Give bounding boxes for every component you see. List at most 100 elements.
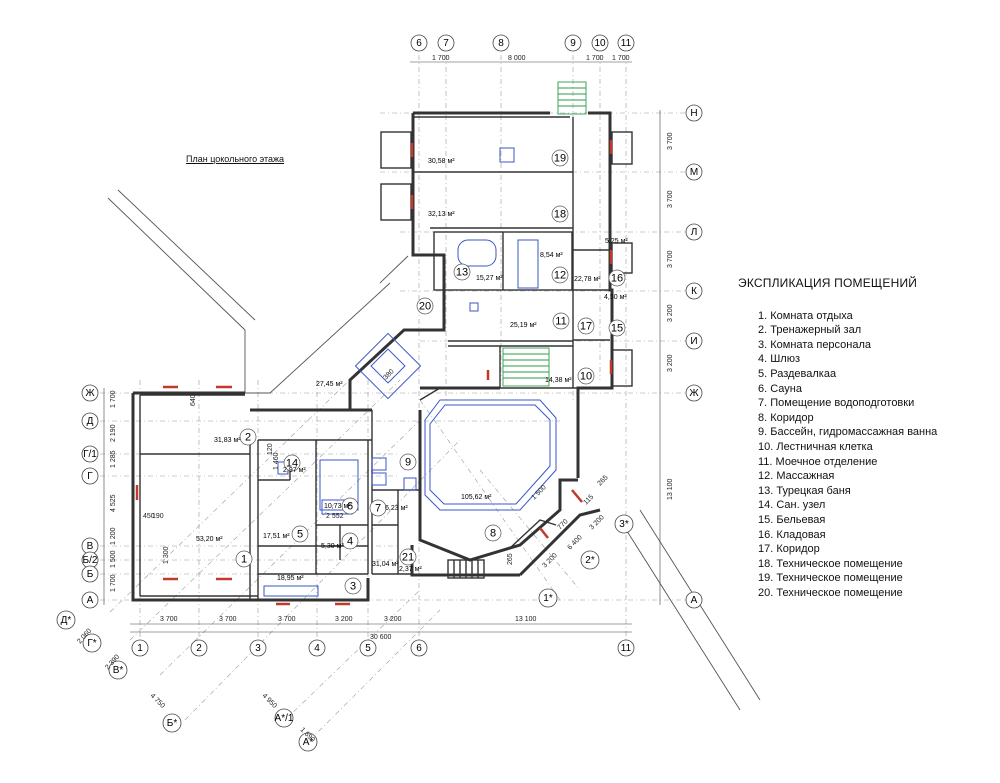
axis-bubble: 2* — [580, 550, 600, 570]
legend-item: 14. Сан. узел — [758, 499, 826, 512]
dimension-text: 13 100 — [515, 616, 537, 623]
room-area: 2,97 м² — [283, 467, 306, 474]
room-extra: 31,04 м² — [372, 561, 399, 568]
axis-bubble: Н — [685, 104, 703, 122]
room-number: 18 — [554, 209, 566, 221]
dimension-text: 3 700 — [278, 616, 296, 623]
room-number: 12 — [554, 270, 566, 282]
axis-label: И — [690, 336, 697, 347]
dimension-text: 115 — [582, 493, 595, 506]
dimension-text: 3 200 — [335, 616, 353, 623]
axis-bubble: 9 — [564, 34, 582, 52]
axis-bubble: 3 — [249, 639, 267, 657]
axis-label: Д — [87, 416, 94, 427]
dimension-text: 1 460 — [273, 452, 280, 470]
axis-bubble: Ж — [81, 384, 99, 402]
axis-label: 5 — [365, 643, 371, 654]
room-area: 53,20 м² — [196, 536, 223, 543]
room-number: 14 — [286, 458, 298, 470]
dimension-text: 770 — [556, 518, 569, 531]
axis-bubble: 11 — [617, 639, 635, 657]
dimension-text: 4 950 — [261, 692, 278, 709]
legend-item: 11. Моечное отделение — [758, 455, 878, 468]
axis-label: 1* — [543, 593, 553, 604]
dimension-text: 1 200 — [110, 527, 117, 545]
dimension-text: 450 — [143, 513, 155, 520]
axis-bubble: 10 — [591, 34, 609, 52]
room-number: 15 — [611, 323, 623, 335]
room-14: 142,97 м² — [283, 454, 306, 474]
axis-label: Г* — [87, 638, 96, 649]
axis-bubble: А*/1 — [275, 708, 294, 728]
room-number: 6 — [347, 501, 353, 513]
stairs — [447, 81, 587, 579]
room-number: 1 — [241, 554, 247, 566]
room-5: 517,51 м² — [263, 525, 309, 543]
axis-bubble: 6 — [410, 34, 428, 52]
axis-label: Ж — [85, 388, 95, 399]
axis-bubble: 5 — [359, 639, 377, 657]
axis-bubble: 1 — [131, 639, 149, 657]
room-6: 610,73 м² — [324, 497, 359, 515]
legend-item: 6. Сауна — [758, 382, 802, 395]
legend-item: 1. Комната отдыха — [758, 309, 853, 322]
dimension-text: 3 200 — [667, 304, 674, 322]
room-12: 128,54 м² — [540, 252, 569, 284]
room-area: 105,62 м² — [461, 494, 492, 501]
dimension-text: 3 700 — [667, 132, 674, 150]
room-number: 9 — [405, 457, 411, 469]
dimension-text: 3 200 — [667, 354, 674, 372]
dimension-text: 120 — [267, 443, 274, 455]
axis-label: К — [691, 286, 697, 297]
axis-bubble: 7 — [437, 34, 455, 52]
dimension-text: 3 200 — [588, 514, 605, 531]
dimension-text: 1 700 — [110, 390, 117, 408]
legend-item: 15. Бельевая — [758, 513, 826, 526]
room-area: 17,51 м² — [263, 533, 290, 540]
room-number: 10 — [580, 371, 592, 383]
dimension-text: 3 200 — [541, 552, 558, 569]
legend-item: 17. Коридор — [758, 543, 820, 556]
axis-label: Г — [87, 471, 93, 482]
dimension-text: 1 500 — [530, 484, 547, 501]
axis-bubble: Ж — [685, 384, 703, 402]
axis-label: 2* — [585, 555, 595, 566]
room-area: 10,73 м² — [324, 503, 351, 510]
room-area: 18,95 м² — [277, 575, 304, 582]
room-number: 20 — [419, 301, 431, 313]
axis-label: В — [87, 541, 94, 552]
axis-bubble: 6 — [410, 639, 428, 657]
axis-label: 8 — [498, 38, 504, 49]
room-area: 5,25 м² — [605, 238, 628, 245]
axis-bubble: Г* — [82, 633, 102, 653]
plan-title: План цокольного этажа — [186, 154, 285, 164]
axis-bubble: В* — [108, 660, 128, 680]
axis-label: 3* — [619, 519, 629, 530]
axis-bubble: В — [81, 537, 99, 555]
dimension-text: 640 — [190, 394, 197, 406]
axis-bubble: 2 — [190, 639, 208, 657]
legend-title: ЭКСПЛИКАЦИЯ ПОМЕЩЕНИЙ — [738, 276, 918, 290]
axis-label: 1 — [137, 643, 143, 654]
axis-bubble: А — [81, 591, 99, 609]
legend-item: 10. Лестничная клетка — [758, 440, 873, 453]
dimension-text: 8 000 — [508, 55, 526, 62]
room-number: 2 — [245, 432, 251, 444]
axis-bubble: 4 — [308, 639, 326, 657]
legend-item: 12. Массажная — [758, 470, 835, 483]
room-number: 11 — [555, 316, 566, 328]
axis-bubble: 1* — [538, 588, 558, 608]
axis-label: А — [691, 595, 698, 606]
legend-item: 5. Раздевалкаа — [758, 367, 837, 380]
axis-bubble: 11 — [617, 34, 635, 52]
axis-bubble: Б/2 — [81, 551, 99, 569]
dimension-text: 3 700 — [219, 616, 237, 623]
